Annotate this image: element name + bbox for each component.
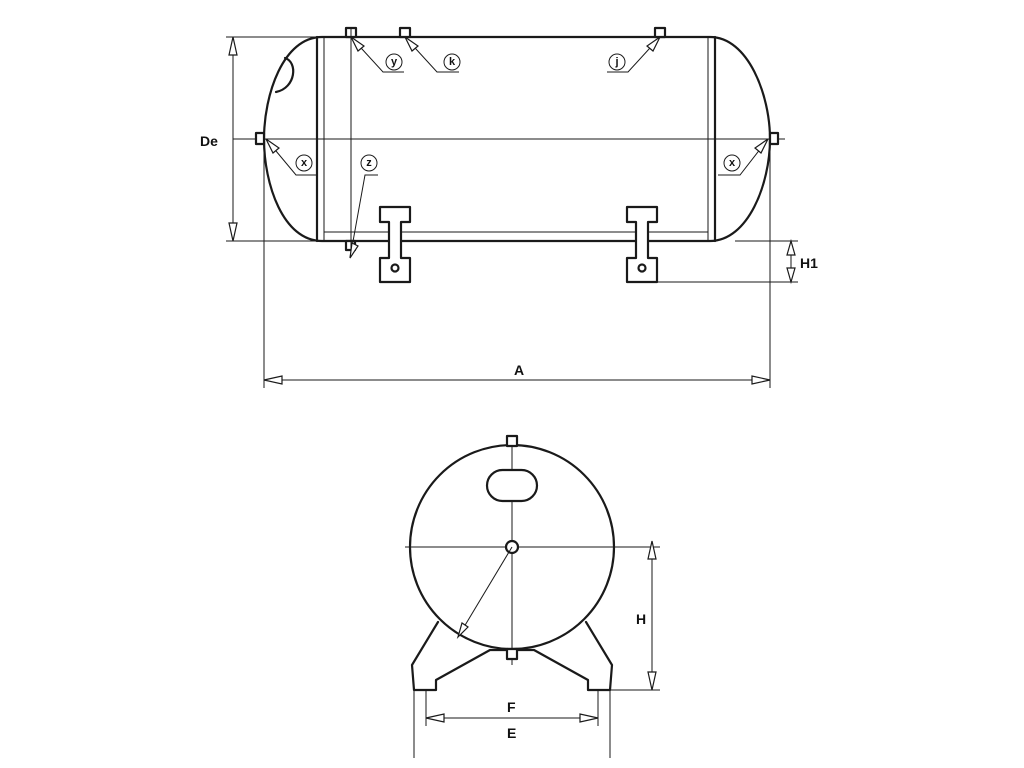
dimension-h1: H1 [650, 238, 818, 285]
radius-leader [457, 546, 513, 638]
nozzle-x-right [768, 131, 780, 146]
saddle-left [378, 205, 412, 284]
callout-y-label: y [391, 56, 398, 68]
manhole-opening [485, 468, 539, 503]
dimension-de: De [200, 36, 322, 242]
nozzle-x-left [254, 131, 266, 146]
end-view: H F E [405, 434, 660, 758]
callout-k-label: k [449, 56, 456, 68]
end-bottom-nozzle [505, 647, 519, 661]
callout-j-label: j [614, 56, 618, 68]
dimension-h-label: H [636, 611, 646, 627]
callout-k: k [404, 36, 461, 73]
manhole-arc [274, 56, 295, 94]
callout-j: j [607, 36, 661, 73]
end-top-nozzle [505, 434, 519, 448]
nozzle-j [653, 26, 667, 39]
callout-z-label: z [366, 157, 372, 169]
nozzle-k [398, 26, 412, 39]
dimension-e-label: E [507, 725, 516, 741]
callout-x-left-label: x [301, 157, 308, 169]
callout-y: y [350, 36, 404, 73]
saddle-right [625, 205, 659, 284]
callout-x-left: x [265, 138, 318, 176]
dimension-h: H [610, 540, 660, 691]
callout-x-right: x [718, 138, 769, 176]
dimension-de-label: De [200, 133, 218, 149]
dimension-h1-label: H1 [800, 255, 818, 271]
side-view: y k j x x z [200, 26, 818, 388]
dimension-a: A [263, 150, 771, 388]
dimension-a-label: A [514, 362, 524, 378]
callout-z: z [349, 154, 378, 259]
callout-x-right-label: x [729, 157, 736, 169]
dimension-f: F [425, 690, 599, 726]
dimension-e: E [413, 690, 611, 758]
dimension-f-label: F [507, 699, 516, 715]
